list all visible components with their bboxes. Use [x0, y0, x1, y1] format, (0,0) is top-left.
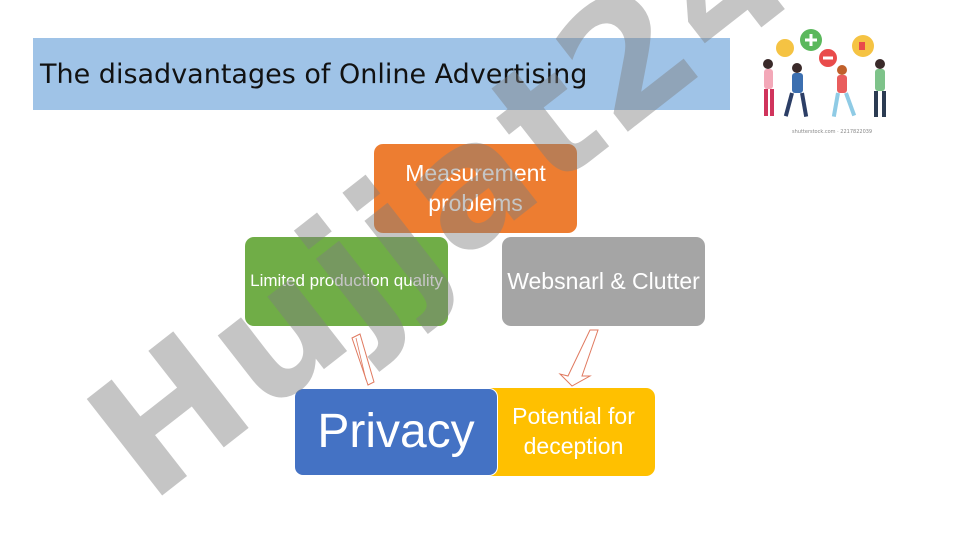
websnarl-clutter-box: Websnarl & Clutter	[502, 237, 705, 326]
measurement-label: Measurement problems	[405, 159, 546, 216]
potential-label: Potential for deception	[512, 403, 635, 459]
slide-title: The disadvantages of Online Advertising	[40, 58, 588, 90]
up-arrow	[351, 333, 375, 386]
measurement-problems-box: Measurement problems	[374, 144, 577, 233]
privacy-label: Privacy	[317, 404, 475, 458]
limited-production-box: Limited production quality	[245, 237, 448, 326]
down-arrow	[558, 329, 599, 387]
image-credit: shutterstock.com · 2217822039	[792, 129, 873, 135]
slide-title-bar: The disadvantages of Online Advertising	[33, 38, 730, 110]
thumbs-up-icon	[776, 39, 794, 57]
limited-label: Limited production quality	[250, 271, 443, 291]
websnarl-label: Websnarl & Clutter	[507, 267, 700, 294]
people-feedback-illustration	[763, 29, 886, 117]
privacy-box: Privacy	[294, 388, 498, 476]
